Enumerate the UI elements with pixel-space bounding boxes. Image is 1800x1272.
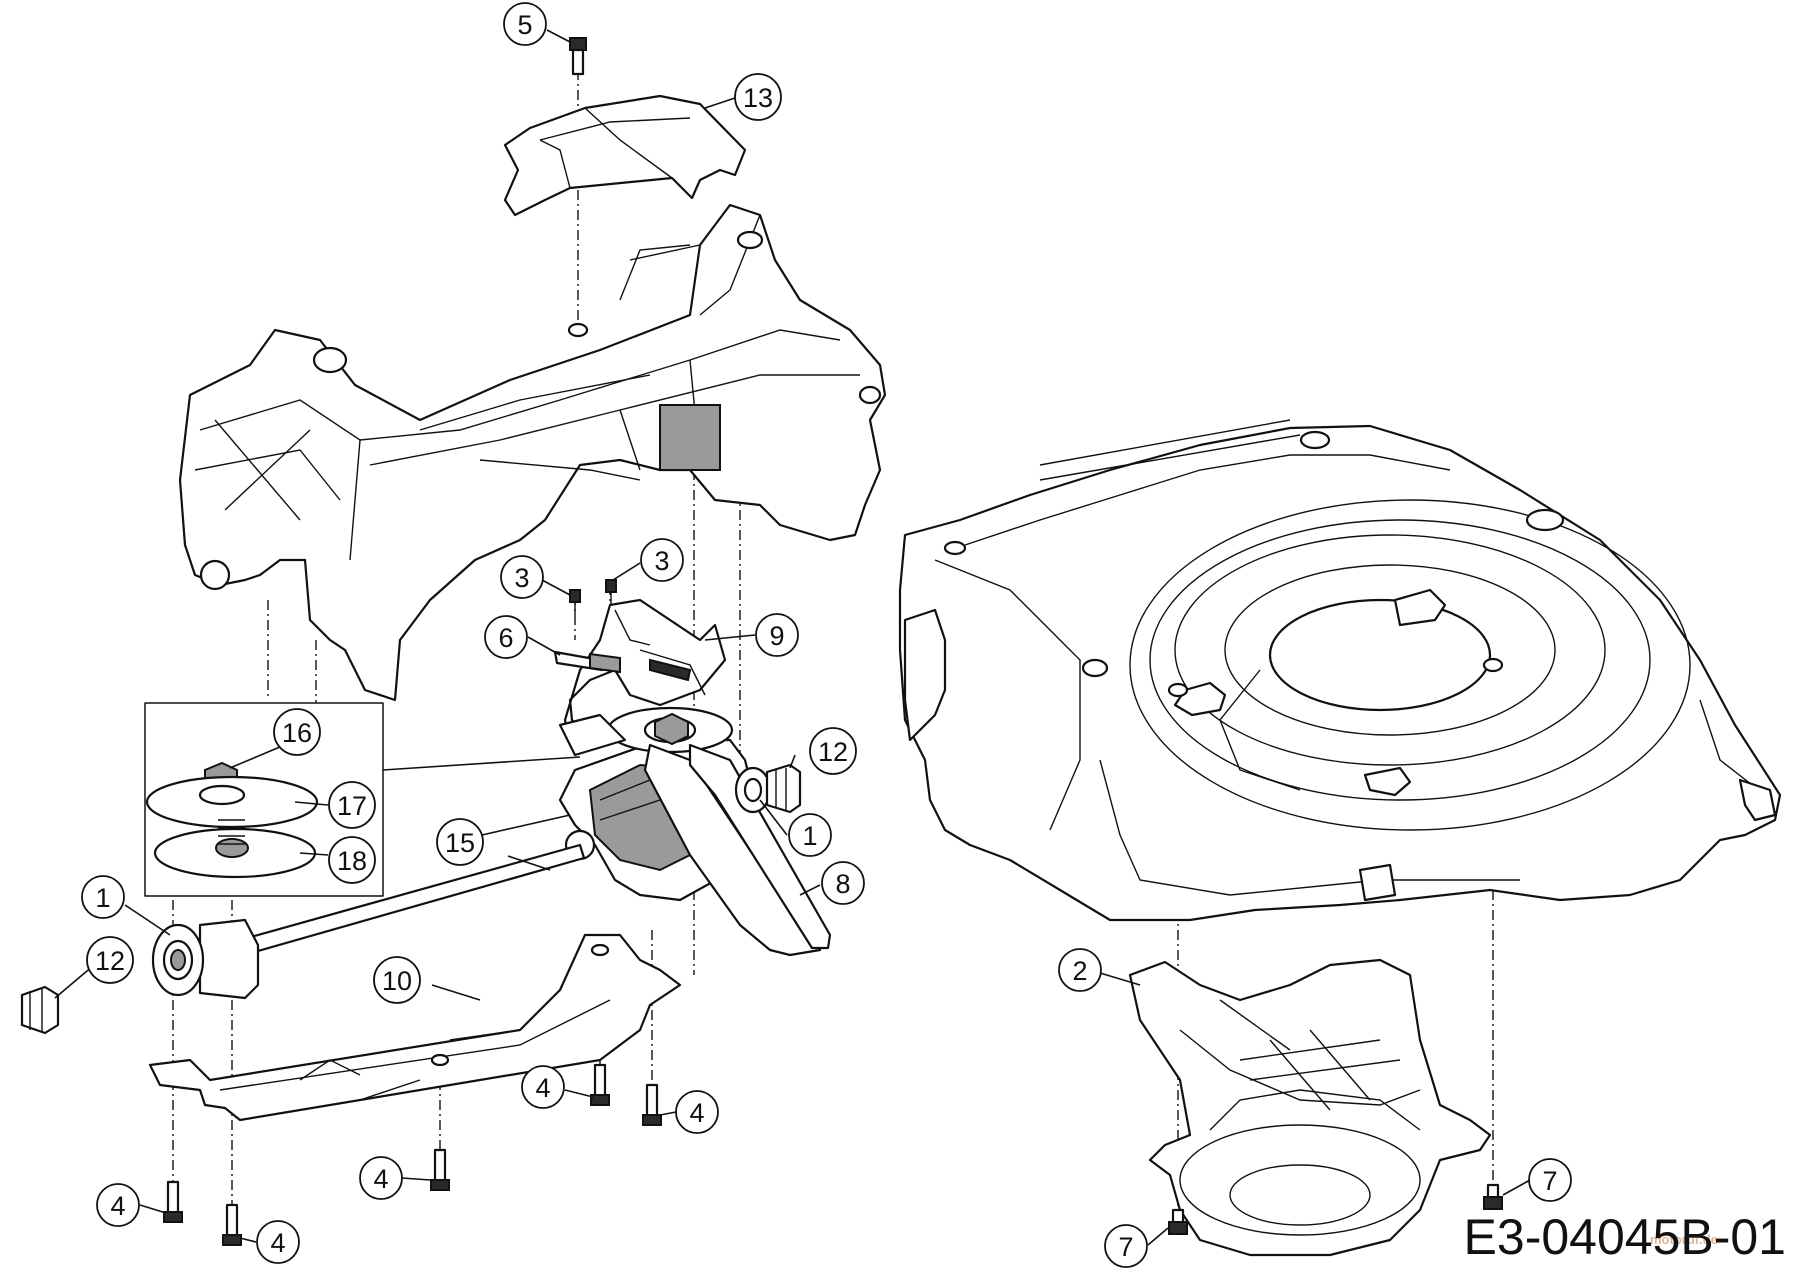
callout-8: 8 [821, 861, 865, 905]
svg-text:4: 4 [535, 1073, 550, 1103]
callout-1-left: 1 [81, 875, 125, 919]
callout-3-left: 3 [500, 555, 544, 599]
pin-part [553, 650, 621, 674]
svg-text:4: 4 [270, 1228, 285, 1258]
mower-deck-part [898, 419, 1782, 922]
screws-part-7 [1168, 1183, 1503, 1235]
cable-bracket-part [563, 598, 727, 747]
rear-cover-part [503, 94, 747, 217]
screws-part-4 [163, 1063, 662, 1246]
callout-12-left: 12 [86, 936, 134, 984]
bottom-cover-plate-part [148, 933, 682, 1122]
callout-3-right: 3 [640, 538, 684, 582]
callout-13: 13 [734, 73, 782, 121]
svg-text:2: 2 [1072, 956, 1087, 986]
svg-text:8: 8 [835, 869, 850, 899]
chassis-frame-part [178, 203, 887, 702]
callout-4-center-right: 4 [675, 1090, 719, 1134]
svg-text:3: 3 [654, 546, 669, 576]
callout-10: 10 [373, 956, 421, 1004]
svg-text:17: 17 [337, 791, 367, 821]
callout-15: 15 [436, 818, 484, 866]
drive-belt-part [643, 743, 832, 957]
leader-lines [54, 29, 1531, 1246]
svg-text:7: 7 [1118, 1232, 1133, 1262]
screws-part-3 [569, 579, 617, 615]
callout-18: 18 [328, 836, 376, 884]
callout-9: 9 [755, 613, 799, 657]
svg-text:12: 12 [95, 946, 125, 976]
pinion-right-part [765, 763, 802, 814]
callout-4-bottom-middle: 4 [359, 1156, 403, 1200]
svg-text:4: 4 [110, 1191, 125, 1221]
pinion-left-part [20, 985, 60, 1035]
svg-text:5: 5 [517, 10, 532, 40]
svg-text:6: 6 [498, 623, 513, 653]
callout-4-bottom-left: 4 [96, 1183, 140, 1227]
drawing-number: E3-04045B-01 [1463, 1209, 1786, 1265]
callout-17: 17 [328, 781, 376, 829]
discharge-chute-part [1128, 958, 1492, 1257]
screw-part-5 [569, 37, 587, 76]
svg-text:1: 1 [95, 883, 110, 913]
svg-text:1: 1 [802, 821, 817, 851]
svg-text:3: 3 [514, 563, 529, 593]
callout-7-right: 7 [1528, 1158, 1572, 1202]
svg-text:4: 4 [689, 1098, 704, 1128]
callout-7-left: 7 [1104, 1224, 1148, 1268]
callout-4-bottom-second: 4 [256, 1220, 300, 1264]
svg-text:15: 15 [445, 828, 475, 858]
callout-4-center-left: 4 [521, 1065, 565, 1109]
svg-text:16: 16 [282, 718, 312, 748]
svg-text:9: 9 [769, 621, 784, 651]
callout-6: 6 [484, 615, 528, 659]
callout-16: 16 [273, 708, 321, 756]
svg-text:12: 12 [818, 737, 848, 767]
callout-2: 2 [1058, 948, 1102, 992]
svg-text:7: 7 [1542, 1166, 1557, 1196]
svg-text:4: 4 [373, 1164, 388, 1194]
svg-text:18: 18 [337, 846, 367, 876]
callout-12-right: 12 [809, 727, 857, 775]
callout-1-right: 1 [788, 813, 832, 857]
bushing-left-part [151, 918, 260, 1000]
svg-text:10: 10 [382, 966, 412, 996]
watermark: motoruf.de [1650, 1232, 1718, 1247]
svg-text:13: 13 [743, 83, 773, 113]
callout-5: 5 [503, 2, 547, 46]
